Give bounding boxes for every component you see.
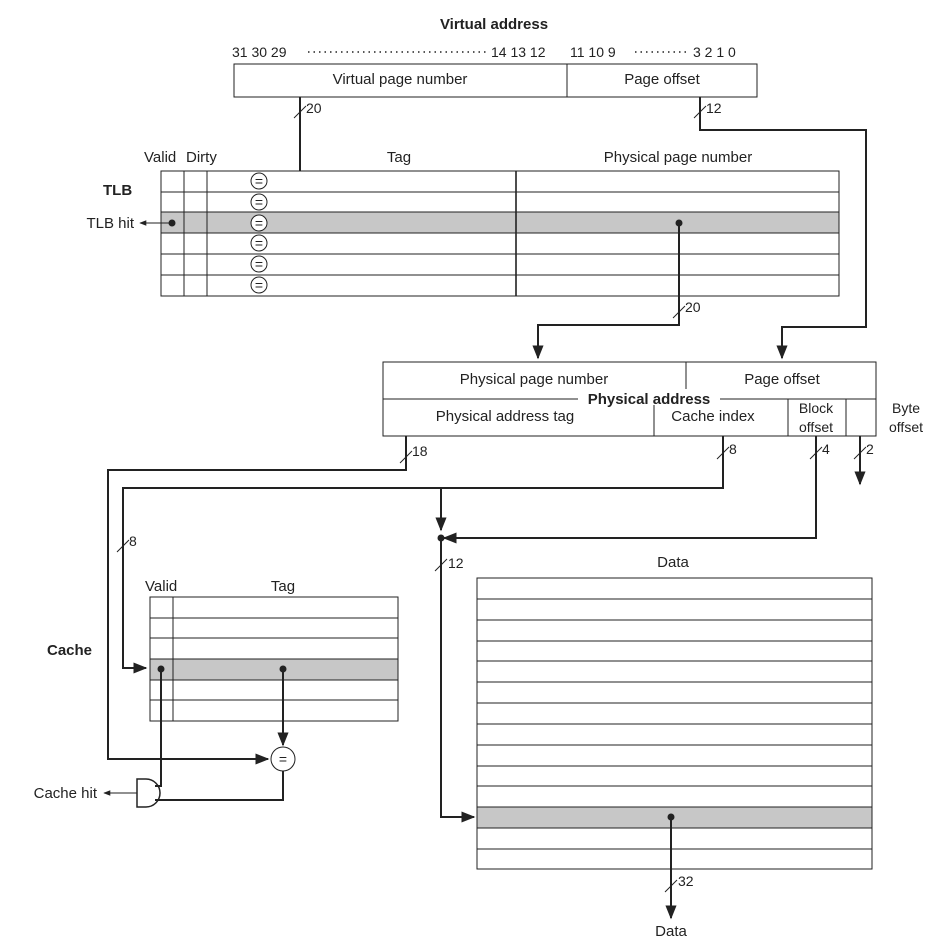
- ppn-bus: 20: [532, 219, 701, 360]
- virtual-address-box: [233, 63, 758, 98]
- cache: Cache Valid Tag = Cache hit: [34, 578, 399, 808]
- tlb-col-ppn: Physical page number: [604, 149, 752, 166]
- cache-selected-row: [149, 658, 399, 681]
- block-offset-bus: 4: [442, 436, 830, 544]
- data-output-label: Data: [655, 923, 687, 940]
- tlb-hit-label: TLB hit: [86, 215, 134, 232]
- tlb-comparator: [250, 172, 268, 190]
- tlb-col-valid: Valid: [144, 149, 176, 166]
- byte-width-label: 2: [866, 441, 874, 457]
- tlb-label: TLB: [103, 182, 132, 199]
- va-page-offset-field: Page offset: [624, 71, 700, 88]
- cache-col-tag: Tag: [271, 578, 295, 595]
- pa-byte-offset-label: Byte: [892, 400, 920, 416]
- svg-text:=: =: [255, 173, 263, 189]
- pa-page-offset-field: Page offset: [744, 371, 820, 388]
- tlb-comparator: [250, 234, 268, 252]
- svg-text:=: =: [255, 215, 263, 231]
- cache-hit-label: Cache hit: [34, 785, 98, 802]
- pa-tag-field: Physical address tag: [436, 408, 574, 425]
- ppn-width-label: 20: [685, 299, 701, 315]
- svg-text:=: =: [255, 277, 263, 293]
- tlb-comparator: [250, 214, 268, 232]
- and-gate: [136, 778, 161, 808]
- vpn-width-label: 20: [306, 100, 322, 116]
- page-offset-bus: 12: [693, 97, 867, 360]
- tlb-col-dirty: Dirty: [186, 149, 217, 166]
- block-width-label: 4: [822, 441, 830, 457]
- physical-address: Physical page number Page offset Physica…: [382, 361, 923, 437]
- data-array: Data 32 Data: [476, 554, 873, 940]
- index-width-label: 8: [729, 441, 737, 457]
- pa-cache-index-field: Cache index: [671, 408, 755, 425]
- tlb-comparators: = = = = = =: [250, 172, 268, 294]
- tlb-comparator: [250, 255, 268, 273]
- offset-width-label: 12: [706, 100, 722, 116]
- virtual-address-title: Virtual address: [440, 16, 548, 33]
- cache-col-valid: Valid: [145, 578, 177, 595]
- tag-width-label: 18: [412, 443, 428, 459]
- va-bits-mid: 14 13 12: [491, 44, 546, 60]
- byte-offset-bus: 2: [853, 436, 874, 486]
- cache-label: Cache: [47, 642, 92, 659]
- data-selected-row: [476, 806, 873, 829]
- va-bits-right-a: 11 10 9: [570, 44, 616, 60]
- tlb-comparator: [250, 193, 268, 211]
- pa-byte-offset-label-2: offset: [889, 419, 923, 435]
- svg-text:=: =: [255, 235, 263, 251]
- va-bits-left: 31 30 29: [232, 44, 287, 60]
- tlb-col-tag: Tag: [387, 149, 411, 166]
- index-bus: 8 8: [116, 436, 737, 674]
- virtual-address: Virtual address 31 30 29 14 13 12 11 10 …: [232, 16, 758, 98]
- svg-text:=: =: [279, 751, 287, 767]
- data-addr-width-label: 12: [448, 555, 464, 571]
- data-address-bus: 12: [434, 534, 476, 823]
- cache-index-width-label: 8: [129, 533, 137, 549]
- data-out-width-label: 32: [678, 873, 694, 889]
- tlb: TLB Valid Dirty Tag Physical page number…: [86, 149, 840, 297]
- virtual-page-number-field: Virtual page number: [333, 71, 468, 88]
- va-bits-right-b: 3 2 1 0: [693, 44, 736, 60]
- svg-text:=: =: [255, 194, 263, 210]
- pa-ppn-field: Physical page number: [460, 371, 608, 388]
- pa-block-offset-field-2: offset: [799, 419, 833, 435]
- tlb-comparator: [250, 276, 268, 294]
- svg-text:=: =: [255, 256, 263, 272]
- pa-block-offset-field: Block: [799, 400, 834, 416]
- data-title: Data: [657, 554, 689, 571]
- physical-address-title: Physical address: [588, 391, 711, 408]
